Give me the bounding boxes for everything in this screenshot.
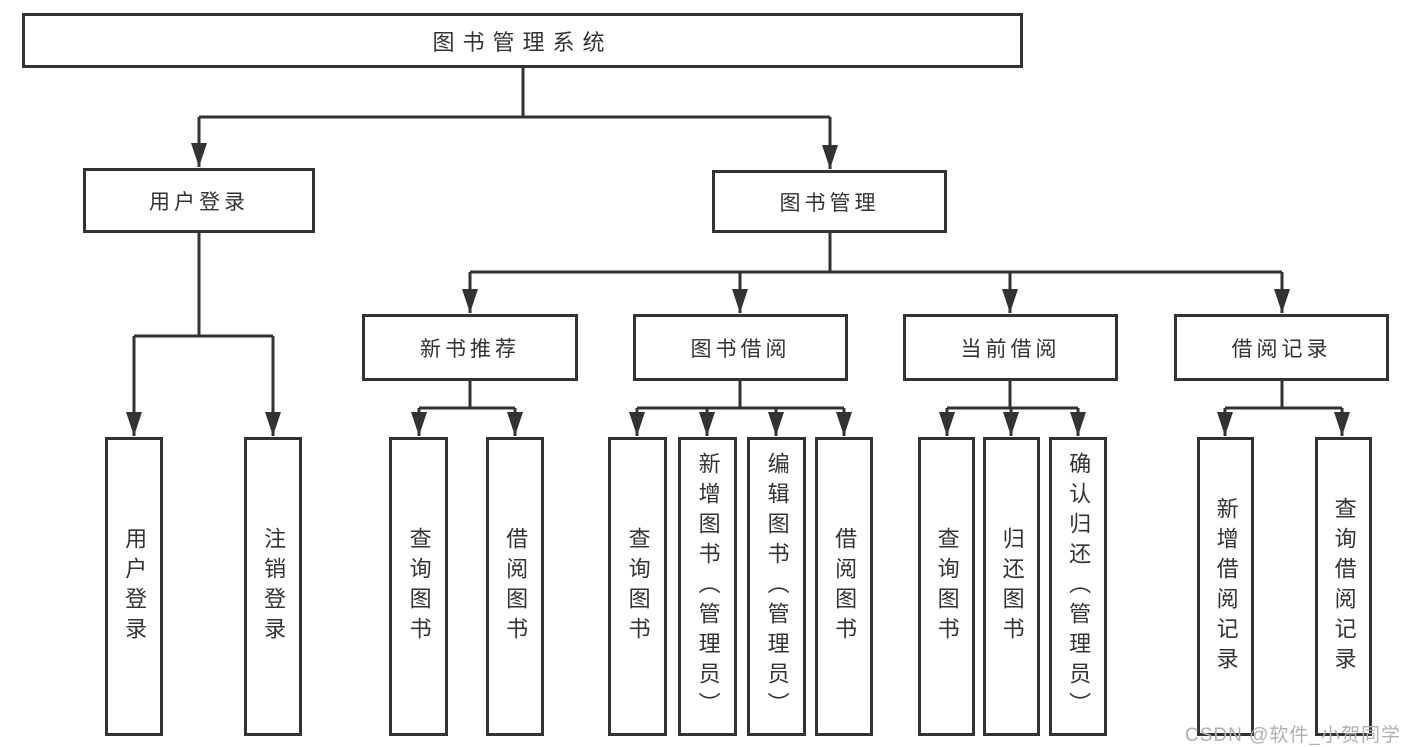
leaf-records-query-record: 查询借阅记录: [1315, 437, 1372, 736]
leaf-records-add-record-label: 新增借阅记录: [1213, 496, 1239, 677]
node-user-login-label: 用户登录: [149, 190, 249, 214]
node-root: 图书管理系统: [22, 13, 1023, 68]
leaf-newrec-query-books-label: 查询图书: [406, 526, 432, 647]
watermark: CSDN @软件_小贺同学: [1185, 725, 1401, 746]
leaf-borrow-add-book-admin: 新增图书（管理员）: [678, 437, 737, 736]
leaf-user-login: 用户登录: [105, 437, 163, 736]
node-book-management-label: 图书管理: [779, 191, 880, 215]
leaf-borrow-borrow-books-label: 借阅图书: [832, 526, 858, 647]
node-root-label: 图书管理系统: [432, 29, 613, 55]
node-new-book-recommend-label: 新书推荐: [420, 337, 520, 361]
node-borrow-records-label: 借阅记录: [1231, 337, 1332, 361]
leaf-borrow-edit-book-admin-label: 编辑图书（管理员）: [764, 451, 790, 722]
leaf-current-confirm-return-admin-label: 确认归还（管理员）: [1066, 451, 1092, 722]
leaf-borrow-borrow-books: 借阅图书: [815, 437, 873, 736]
node-book-management: 图书管理: [712, 170, 947, 233]
leaf-records-query-record-label: 查询借阅记录: [1331, 496, 1357, 677]
leaf-user-login-label: 用户登录: [122, 526, 148, 647]
node-book-borrow: 图书借阅: [633, 314, 848, 381]
leaf-borrow-query-books-label: 查询图书: [625, 526, 651, 647]
leaf-logout-label: 注销登录: [261, 526, 287, 647]
leaf-newrec-borrow-books: 借阅图书: [486, 437, 544, 736]
leaf-current-return-books: 归还图书: [983, 437, 1040, 736]
leaf-borrow-add-book-admin-label: 新增图书（管理员）: [695, 451, 721, 722]
node-current-borrow: 当前借阅: [903, 314, 1118, 381]
leaf-borrow-query-books: 查询图书: [608, 437, 667, 736]
connector-stems: [134, 68, 1342, 410]
node-borrow-records: 借阅记录: [1174, 314, 1389, 381]
leaf-logout: 注销登录: [244, 437, 302, 736]
leaf-current-return-books-label: 归还图书: [999, 526, 1025, 647]
node-user-login: 用户登录: [83, 168, 315, 233]
leaf-current-query-books: 查询图书: [918, 437, 975, 736]
node-new-book-recommend: 新书推荐: [362, 314, 578, 381]
leaf-newrec-query-books: 查询图书: [389, 437, 448, 736]
leaf-current-query-books-label: 查询图书: [934, 526, 960, 647]
leaf-records-add-record: 新增借阅记录: [1197, 437, 1254, 736]
leaf-borrow-edit-book-admin: 编辑图书（管理员）: [747, 437, 806, 736]
leaf-newrec-borrow-books-label: 借阅图书: [503, 526, 529, 647]
leaf-current-confirm-return-admin: 确认归还（管理员）: [1049, 437, 1107, 736]
node-current-borrow-label: 当前借阅: [960, 337, 1061, 361]
node-book-borrow-label: 图书借阅: [690, 337, 791, 361]
